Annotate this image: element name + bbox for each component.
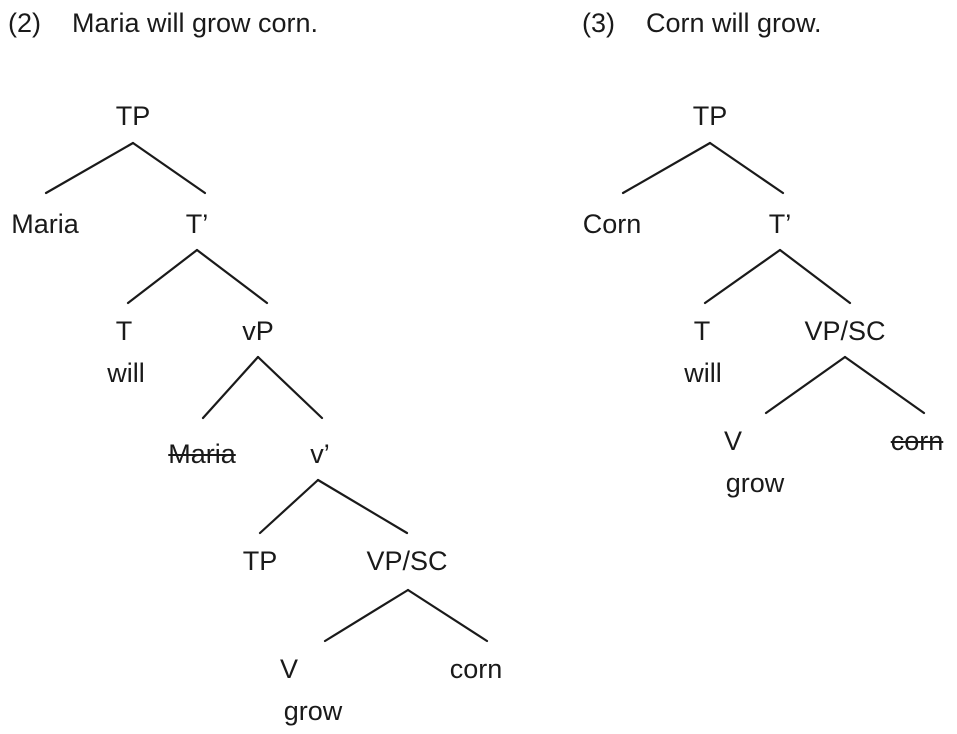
branch-tp-maria bbox=[44, 141, 135, 195]
tree2-node-vp-sc: VP/SC bbox=[366, 546, 448, 576]
tree3-node-corn-trace: corn bbox=[890, 426, 944, 456]
tree2-node-will: will bbox=[107, 358, 145, 388]
branch-tp-tbar-3 bbox=[708, 141, 785, 195]
tree3-node-v: V bbox=[723, 426, 743, 456]
tree2-node-t: T bbox=[115, 316, 133, 346]
example-2-number: (2) bbox=[8, 8, 41, 38]
tree2-node-inner-tp: TP bbox=[242, 546, 278, 576]
tree2-node-grow: grow bbox=[283, 696, 343, 726]
tree2-node-tp: TP bbox=[115, 101, 151, 131]
branch-vbar-vpsc bbox=[316, 478, 409, 535]
example-2-caption: (2) Maria will grow corn. bbox=[8, 10, 318, 37]
branch-vpsc-v bbox=[323, 588, 410, 643]
branch-tp-tbar bbox=[131, 141, 207, 195]
tree3-node-subject-corn: Corn bbox=[582, 209, 642, 239]
tree3-node-tp: TP bbox=[692, 101, 728, 131]
branch-vpsc-v-3 bbox=[764, 355, 847, 415]
tree3-node-vp-sc: VP/SC bbox=[804, 316, 886, 346]
branch-vpsc-corn bbox=[406, 588, 489, 643]
tree2-node-vp-small: vP bbox=[242, 316, 274, 346]
tree3-node-grow: grow bbox=[725, 468, 785, 498]
branch-vbar-tp bbox=[258, 478, 320, 535]
branch-vp-vbar bbox=[256, 355, 324, 420]
tree3-node-will: will bbox=[684, 358, 722, 388]
branch-tbar-vpsc-3 bbox=[778, 248, 852, 305]
tree2-node-subject-maria: Maria bbox=[11, 209, 79, 239]
tree3-node-t-bar: T’ bbox=[768, 209, 792, 239]
branch-tbar-vp bbox=[195, 248, 269, 305]
branch-vpsc-corn-3 bbox=[843, 355, 926, 415]
tree3-node-t: T bbox=[693, 316, 711, 346]
branch-tbar-t-3 bbox=[703, 248, 782, 305]
tree2-node-t-bar: T’ bbox=[185, 209, 209, 239]
branch-tp-corn-3 bbox=[621, 141, 712, 195]
tree2-node-v: V bbox=[279, 654, 299, 684]
tree2-node-v-bar: v’ bbox=[310, 439, 330, 469]
example-3-number: (3) bbox=[582, 8, 615, 38]
tree2-node-corn: corn bbox=[449, 654, 503, 684]
tree2-node-maria-trace: Maria bbox=[168, 439, 236, 469]
branch-tbar-t bbox=[126, 248, 199, 305]
example-3-sentence: Corn will grow. bbox=[646, 8, 822, 38]
example-3-caption: (3) Corn will grow. bbox=[582, 10, 822, 37]
branch-vp-maria-trace bbox=[201, 355, 260, 420]
example-2-sentence: Maria will grow corn. bbox=[72, 8, 319, 38]
